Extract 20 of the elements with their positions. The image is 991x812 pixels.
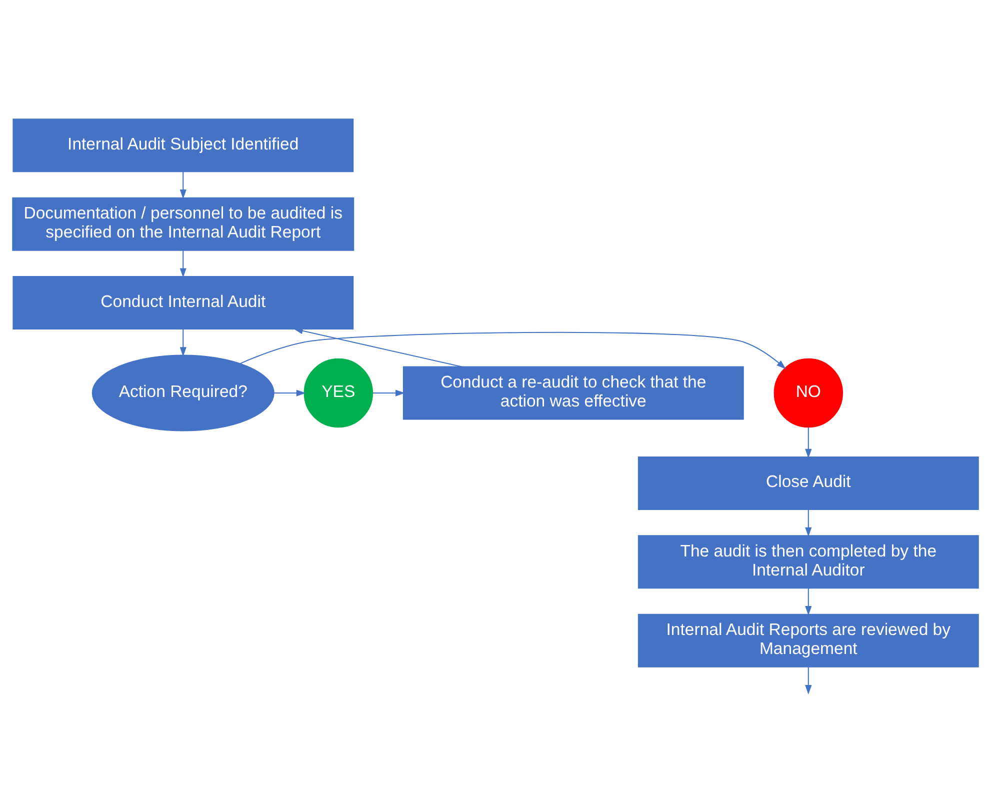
- node-circle: YES: [304, 358, 374, 428]
- arrow: [372, 389, 405, 396]
- arrow: [180, 171, 186, 198]
- node-box: Close Audit: [638, 456, 979, 510]
- arrow: [293, 327, 462, 367]
- node-box: Conduct Internal Audit: [12, 276, 354, 330]
- node-ellipse: Action Required?: [92, 354, 274, 431]
- arrow: [180, 328, 186, 356]
- arrow: [805, 509, 812, 536]
- arrow: [805, 588, 812, 615]
- arrow: [180, 250, 186, 278]
- arrow: [805, 666, 812, 694]
- node-box: Internal Audit Subject Identified: [12, 118, 354, 172]
- node-box: The audit is then completed by the Internal Auditor: [638, 534, 979, 588]
- arrow: [805, 426, 812, 458]
- node-box: Conduct a re-audit to check that the action was effective: [402, 366, 744, 420]
- node-box: Documentation / personnel to be audited is specified on the Internal Audit Report: [12, 196, 354, 250]
- arrow: [274, 389, 306, 396]
- node-box: Internal Audit Reports are reviewed by Management: [638, 613, 979, 667]
- arrow: [240, 331, 786, 369]
